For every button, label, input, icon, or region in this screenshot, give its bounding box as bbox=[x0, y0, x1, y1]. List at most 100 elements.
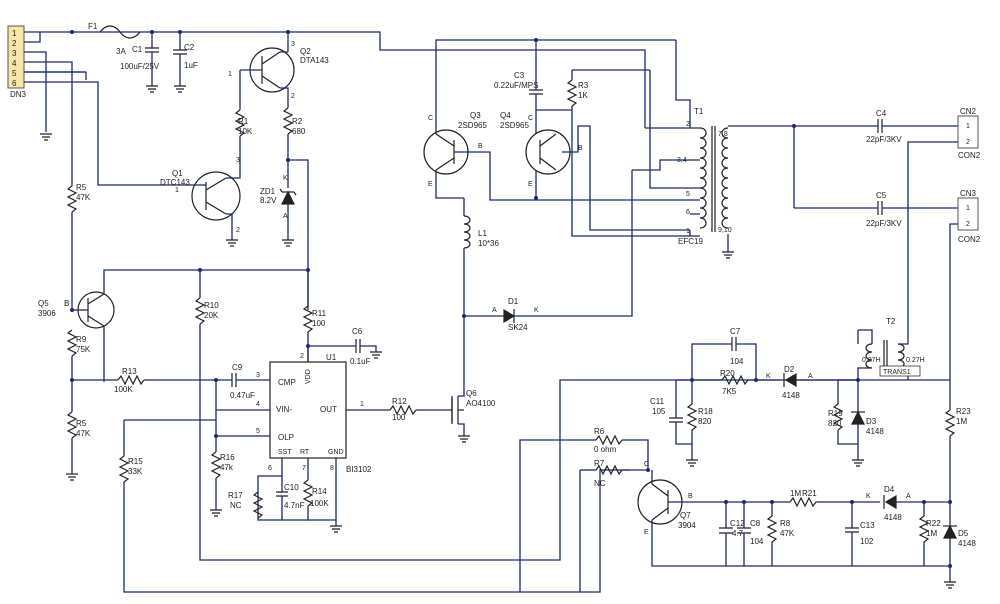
svg-text:NC: NC bbox=[230, 501, 242, 510]
svg-text:105: 105 bbox=[652, 407, 666, 416]
resistor-r17: R17 NC bbox=[228, 491, 243, 510]
svg-text:3: 3 bbox=[12, 49, 17, 58]
capacitor-c13: C13 102 bbox=[845, 502, 875, 566]
capacitor-c8: C8 104 bbox=[737, 502, 764, 566]
svg-text:R17: R17 bbox=[228, 491, 243, 500]
resistor-r1: R1 10K bbox=[234, 109, 253, 168]
capacitor-c7: C7 104 bbox=[691, 327, 757, 380]
svg-text:6: 6 bbox=[12, 79, 17, 88]
svg-text:2SD965: 2SD965 bbox=[500, 121, 529, 130]
svg-text:R2: R2 bbox=[292, 117, 303, 126]
connector-dn3: 1 2 3 4 5 6 DN3 bbox=[7, 25, 27, 99]
svg-text:C: C bbox=[428, 115, 433, 122]
svg-text:R14: R14 bbox=[312, 487, 327, 496]
svg-text:CON2: CON2 bbox=[958, 151, 981, 160]
svg-text:1: 1 bbox=[966, 205, 970, 212]
svg-text:2: 2 bbox=[12, 39, 17, 48]
svg-text:3: 3 bbox=[256, 372, 260, 379]
svg-text:5: 5 bbox=[256, 428, 260, 435]
svg-text:R8: R8 bbox=[780, 519, 791, 528]
capacitor-c6: C6 0.1uF bbox=[308, 327, 382, 366]
svg-text:K: K bbox=[534, 307, 539, 314]
capacitor-c5: C5 22pF/3KV bbox=[794, 191, 958, 228]
svg-text:CN2: CN2 bbox=[960, 107, 977, 116]
svg-text:R19: R19 bbox=[828, 409, 843, 418]
svg-text:A: A bbox=[808, 373, 813, 380]
svg-text:Q4: Q4 bbox=[500, 111, 511, 120]
svg-text:R20: R20 bbox=[720, 369, 735, 378]
svg-text:1M: 1M bbox=[956, 417, 967, 426]
transistor-q5: Q5 3906 B bbox=[38, 269, 308, 382]
svg-text:22pF/3KV: 22pF/3KV bbox=[866, 135, 902, 144]
svg-text:BI3102: BI3102 bbox=[346, 465, 372, 474]
svg-text:4148: 4148 bbox=[866, 427, 884, 436]
svg-text:C: C bbox=[644, 461, 649, 468]
svg-text:1K: 1K bbox=[578, 91, 588, 100]
svg-text:T1: T1 bbox=[694, 107, 704, 116]
svg-text:2: 2 bbox=[966, 139, 970, 146]
svg-text:L1: L1 bbox=[478, 229, 487, 238]
zener-zd1: ZD1 8.2V K A bbox=[260, 160, 297, 247]
diode-d5: D5 4148 bbox=[943, 502, 976, 589]
svg-text:100K: 100K bbox=[114, 385, 133, 394]
diode-d2: D2 4148 K A bbox=[766, 365, 858, 400]
resistor-r5-top: R5 47K bbox=[66, 180, 91, 312]
transistor-q1: Q1 DTC143 1 2 3 bbox=[160, 157, 241, 247]
svg-text:5: 5 bbox=[12, 69, 17, 78]
svg-text:7,8: 7,8 bbox=[718, 131, 728, 138]
svg-text:CN3: CN3 bbox=[960, 189, 977, 198]
svg-text:D2: D2 bbox=[784, 365, 795, 374]
svg-text:75K: 75K bbox=[76, 345, 91, 354]
svg-text:8: 8 bbox=[330, 465, 334, 472]
svg-text:R9: R9 bbox=[76, 335, 87, 344]
resistor-r3: R3 1K bbox=[566, 69, 690, 237]
svg-text:Q1: Q1 bbox=[172, 169, 183, 178]
svg-text:GND: GND bbox=[328, 449, 344, 456]
svg-text:E: E bbox=[528, 181, 533, 188]
svg-text:1M: 1M bbox=[790, 489, 801, 498]
svg-text:OLP: OLP bbox=[278, 433, 294, 442]
svg-text:SK24: SK24 bbox=[508, 323, 528, 332]
svg-text:EFC19: EFC19 bbox=[678, 237, 703, 246]
ground-dn3 bbox=[40, 133, 52, 141]
svg-text:1uF: 1uF bbox=[184, 61, 198, 70]
svg-text:R7: R7 bbox=[594, 459, 605, 468]
svg-text:47K: 47K bbox=[76, 429, 91, 438]
transistor-q7: Q7 3904 B C E bbox=[637, 461, 950, 567]
svg-text:E: E bbox=[644, 529, 649, 536]
svg-text:1: 1 bbox=[966, 123, 970, 130]
svg-text:VIN-: VIN- bbox=[276, 405, 292, 414]
transistor-q2: Q2 DTA143 1 2 3 bbox=[228, 32, 329, 110]
svg-text:ZD1: ZD1 bbox=[260, 187, 276, 196]
svg-text:1M: 1M bbox=[926, 529, 937, 538]
resistor-r23: R23 1M bbox=[944, 407, 971, 502]
svg-text:D1: D1 bbox=[508, 297, 519, 306]
svg-text:6: 6 bbox=[686, 209, 690, 216]
resistor-r11: R11 100 bbox=[302, 270, 327, 362]
svg-text:C12: C12 bbox=[730, 519, 745, 528]
svg-text:10*36: 10*36 bbox=[478, 239, 499, 248]
svg-text:104: 104 bbox=[730, 357, 744, 366]
svg-text:D4: D4 bbox=[884, 485, 895, 494]
resistor-r8: R8 47K bbox=[766, 502, 795, 566]
svg-text:3A: 3A bbox=[116, 47, 126, 56]
svg-text:3904: 3904 bbox=[678, 521, 696, 530]
svg-text:C3: C3 bbox=[514, 71, 525, 80]
transformer-t2: T2 0.27H 0.27H TRANS1 bbox=[857, 317, 925, 380]
capacitor-c10: C10 4.7nF bbox=[252, 458, 305, 521]
diode-d4: D4 4148 K A bbox=[866, 485, 950, 522]
svg-text:820: 820 bbox=[698, 417, 712, 426]
svg-text:R5: R5 bbox=[76, 183, 87, 192]
capacitor-c11: C11 105 bbox=[650, 380, 692, 445]
svg-text:2SD965: 2SD965 bbox=[458, 121, 487, 130]
svg-text:0.47uF: 0.47uF bbox=[230, 391, 255, 400]
capacitor-c1: C1 100uF/25V bbox=[120, 32, 160, 93]
resistor-r19: R19 820 bbox=[828, 380, 858, 445]
svg-text:5: 5 bbox=[686, 191, 690, 198]
svg-text:DTC143: DTC143 bbox=[160, 178, 190, 187]
svg-text:33K: 33K bbox=[128, 467, 143, 476]
svg-text:D3: D3 bbox=[866, 417, 877, 426]
svg-text:R12: R12 bbox=[392, 397, 407, 406]
svg-text:0.27H: 0.27H bbox=[906, 357, 925, 364]
